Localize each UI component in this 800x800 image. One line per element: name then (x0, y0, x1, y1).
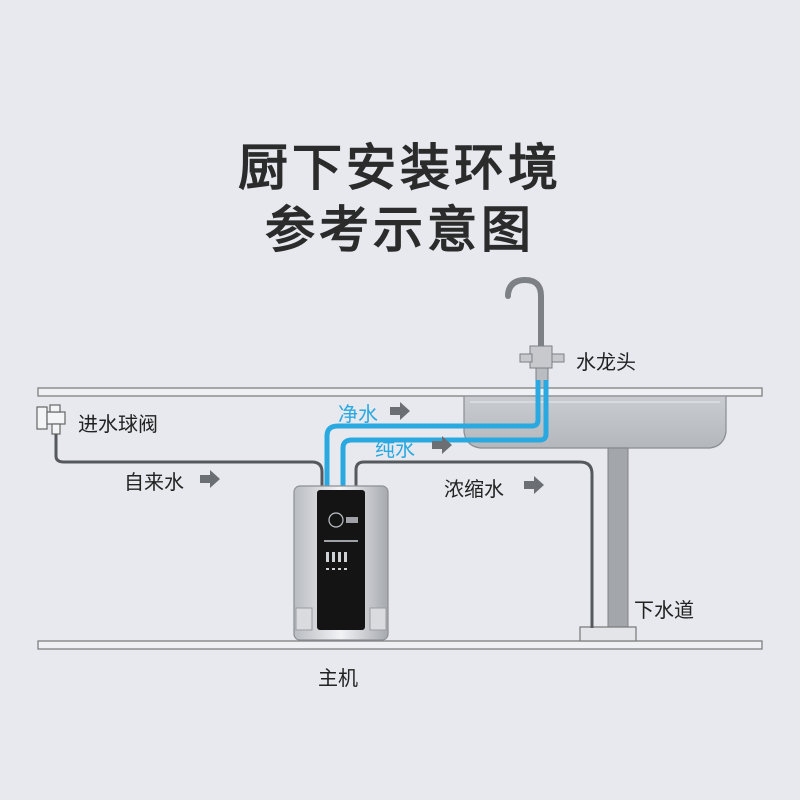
arrow-purified-water-icon (432, 436, 452, 454)
label-purified-water: 纯水 (375, 437, 415, 461)
drain-base (579, 626, 637, 642)
arrow-pure-water-icon (390, 402, 410, 420)
arrow-concentrate-icon (524, 476, 544, 494)
label-drain: 下水道 (634, 598, 694, 622)
label-pure-water: 净水 (338, 402, 378, 426)
countertop (37, 387, 763, 397)
title-line-2: 参考示意图 (265, 201, 535, 259)
drain-pipe (607, 447, 629, 629)
main-unit (293, 485, 389, 641)
floor-board (37, 640, 763, 650)
arrow-tap-water-icon (200, 470, 220, 488)
tap-water-pipe (54, 434, 324, 486)
label-tap-water: 自来水 (124, 470, 184, 494)
label-main-unit: 主机 (318, 666, 358, 690)
faucet-icon (505, 276, 565, 389)
concentrate-pipe (354, 460, 594, 628)
pure-water-pipe (324, 380, 541, 486)
title-line-1: 厨下安装环境 (238, 139, 562, 197)
label-faucet: 水龙头 (576, 350, 636, 374)
label-inlet-valve: 进水球阀 (78, 412, 158, 436)
ball-valve-icon (36, 404, 66, 435)
label-concentrate: 浓缩水 (444, 477, 504, 501)
